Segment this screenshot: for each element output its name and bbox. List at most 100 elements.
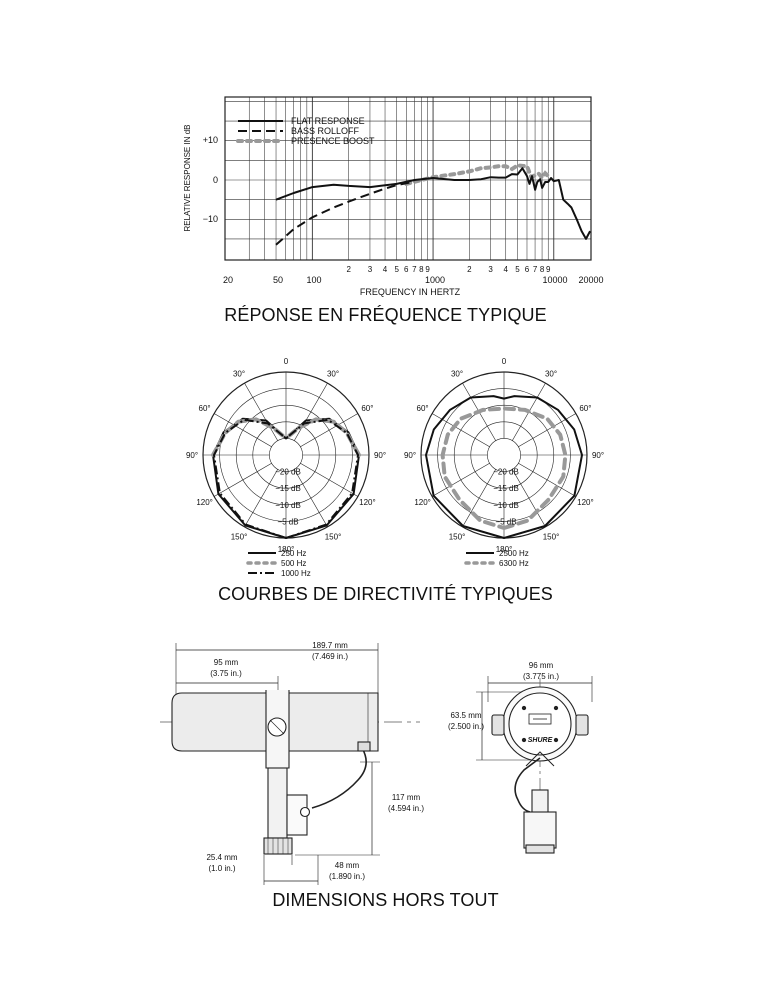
polar-angle-label: 150° <box>449 532 466 541</box>
x-minor-tick-label: 7 <box>533 265 538 274</box>
side-cable <box>311 747 367 809</box>
y-axis-label: RELATIVE RESPONSE IN dB <box>183 125 192 232</box>
x-tick-20: 20 <box>223 275 233 285</box>
polar-ring-label: −20 dB <box>275 468 301 477</box>
polar-angle-label: 90° <box>374 451 386 460</box>
x-minor-tick-label: 3 <box>488 265 493 274</box>
polar-angle-label: 90° <box>592 451 604 460</box>
polar-spoke <box>213 463 272 497</box>
y-tick-minus10: −10 <box>203 214 218 224</box>
polar-angle-label: 120° <box>414 498 431 507</box>
polar-angle-label: 180° <box>496 545 513 554</box>
polar-right-legend: 2500 Hz 6300 Hz <box>464 549 529 568</box>
polar-angle-label: 30° <box>233 370 245 379</box>
y-tick-zero: 0 <box>213 175 218 185</box>
polar-angle-label: 120° <box>359 498 376 507</box>
series-dotted <box>404 163 551 186</box>
front-view-drawing <box>476 676 593 854</box>
front-clamp <box>523 811 557 849</box>
polar-spoke <box>294 382 328 441</box>
polar-angle-label: 60° <box>361 404 373 413</box>
polar-spoke <box>294 469 328 528</box>
front-base <box>525 844 555 854</box>
polar-angle-label: 150° <box>325 532 342 541</box>
polar-left-legend: 250 Hz 500 Hz 1000 Hz <box>246 549 311 578</box>
legend-6300-label: 6300 Hz <box>499 559 529 568</box>
polar-angle-label: 60° <box>199 404 211 413</box>
front-width-mm: 96 mm <box>529 661 554 670</box>
clamp-screw <box>299 806 311 818</box>
x-axis-label: FREQUENCY IN HERTZ <box>360 287 461 297</box>
polar-patterns-title: COURBES DE DIRECTIVITÉ TYPIQUES <box>218 584 553 604</box>
polar-spoke <box>244 469 278 528</box>
polar-angle-label: 30° <box>327 370 339 379</box>
x-minor-tick-label: 2 <box>346 265 351 274</box>
polar-chart-right: 180°150°150°120°120°90°90°60°60°30°30°0−… <box>404 357 604 554</box>
polar-spoke <box>518 463 577 497</box>
legend-250-label: 250 Hz <box>281 549 306 558</box>
frequency-curves <box>275 163 591 246</box>
series-dashed <box>275 180 415 246</box>
front-length-in: (3.75 in.) <box>210 669 242 678</box>
x-minor-tick-label: 8 <box>540 265 545 274</box>
x-tick-100: 100 <box>306 275 321 285</box>
polar-series-solid <box>425 395 583 539</box>
x-minor-tick-label: 3 <box>368 265 373 274</box>
polar-angle-label: 120° <box>196 498 213 507</box>
polar-angle-label: 90° <box>404 451 416 460</box>
front-diameter-in: (2.500 in.) <box>448 722 484 731</box>
polar-spoke <box>213 413 272 447</box>
side-view-drawing <box>160 643 420 885</box>
stand-stem <box>267 767 288 839</box>
polar-angle-label: 180° <box>278 545 295 554</box>
front-knob-right <box>575 714 589 736</box>
polar-angle-label: 60° <box>579 404 591 413</box>
x-minor-tick-label: 9 <box>546 265 551 274</box>
x-minor-tick-label: 7 <box>412 265 417 274</box>
dimensions-title: DIMENSIONS HORS TOUT <box>272 890 499 910</box>
x-minor-tick-label: 8 <box>419 265 424 274</box>
front-length-mm: 95 mm <box>214 658 239 667</box>
x-tick-50: 50 <box>273 275 283 285</box>
polar-angle-label: 30° <box>451 370 463 379</box>
x-minor-tick-label: 6 <box>404 265 409 274</box>
legend-flat-label: FLAT RESPONSE <box>291 116 365 126</box>
base-width-mm: 25.4 mm <box>206 853 237 862</box>
polar-series-dotted <box>440 406 568 530</box>
polar-angle-label: 30° <box>545 370 557 379</box>
x-tick-1000: 1000 <box>425 275 445 285</box>
polar-angle-label: 90° <box>186 451 198 460</box>
polar-angle-label: 150° <box>231 532 248 541</box>
plot-frame <box>224 96 592 261</box>
polar-ring-label: −10 dB <box>493 501 519 510</box>
polar-ring-label: −5 dB <box>495 517 516 526</box>
polar-ring-label: −10 dB <box>275 501 301 510</box>
y-tick-plus10: +10 <box>203 135 218 145</box>
x-minor-tick-label: 6 <box>525 265 530 274</box>
overall-length-in: (7.469 in.) <box>312 652 348 661</box>
polar-angle-label: 0 <box>284 357 289 366</box>
front-diameter-mm: 63.5 mm <box>450 711 481 720</box>
frequency-response-title: RÉPONSE EN FRÉQUENCE TYPIQUE <box>224 305 547 325</box>
polar-chart-left: 180° 150° 150° 120° 120° 90° 90° 60° 60° 30° 30° 0 −… <box>186 357 386 554</box>
series-solid <box>275 167 591 240</box>
polar-angle-label: 0 <box>502 357 507 366</box>
base-width-in: (1.0 in.) <box>208 864 235 873</box>
legend-presence-label: PRESENCE BOOST <box>291 136 375 146</box>
height-in: (4.594 in.) <box>388 804 424 813</box>
polar-ring-label: −20 dB <box>493 468 519 477</box>
polar-spoke <box>300 413 359 447</box>
legend-1000-label: 1000 Hz <box>281 569 311 578</box>
polar-angle-label: 150° <box>543 532 560 541</box>
x-minor-tick-label: 5 <box>515 265 520 274</box>
frequency-legend: FLAT RESPONSE BASS ROLLOFF PRESENCE BOOS… <box>236 116 375 146</box>
cable-connector <box>357 741 371 752</box>
offset-in: (1.890 in.) <box>329 872 365 881</box>
polar-ring-label: −5 dB <box>277 517 298 526</box>
polar-series-dash-dot <box>213 418 359 539</box>
x-tick-10000: 10000 <box>542 275 567 285</box>
polar-spoke <box>512 469 546 528</box>
